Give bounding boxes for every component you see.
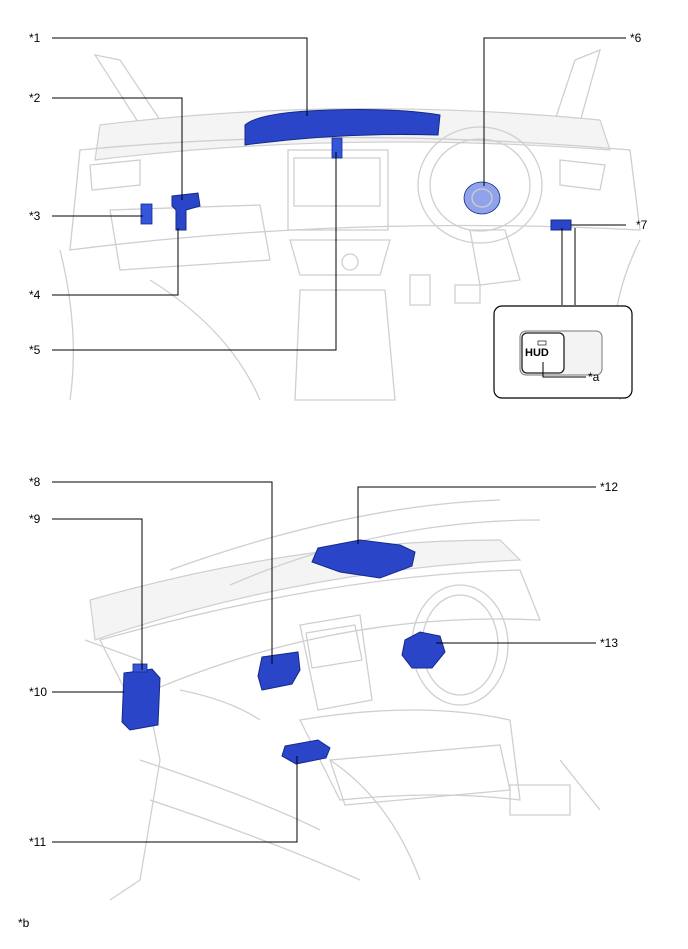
- module-part-2: [171, 192, 201, 231]
- module-part-3: [140, 203, 153, 225]
- callout-1: *1: [29, 31, 41, 45]
- head-up-display-unit: [244, 109, 441, 146]
- callout-2: *2: [29, 91, 41, 105]
- hud-button-label: HUD: [525, 347, 549, 359]
- module-part-10: [121, 668, 161, 731]
- upper-leader-lines: [52, 37, 626, 378]
- callout-12: *12: [600, 480, 619, 494]
- callout-7: *7: [636, 218, 648, 232]
- steering-column-part: [401, 631, 446, 669]
- callout-3: *3: [29, 209, 41, 223]
- callout-b: *b: [18, 916, 30, 930]
- lower-dashboard-view: [84, 499, 601, 901]
- callout-a: *a: [588, 370, 600, 384]
- callout-4: *4: [29, 288, 41, 302]
- head-up-display-unit-angled: [311, 539, 416, 579]
- callout-13: *13: [600, 636, 619, 650]
- callout-9: *9: [29, 512, 41, 526]
- callout-5: *5: [29, 343, 41, 357]
- spiral-cable: [463, 181, 501, 215]
- module-part-11: [281, 739, 331, 765]
- callout-8: *8: [29, 475, 41, 489]
- callout-6: *6: [630, 31, 642, 45]
- callout-10: *10: [29, 685, 48, 699]
- hud-connector-part: [331, 137, 343, 159]
- upper-dashboard-view: [59, 48, 641, 401]
- hud-main-switch: [550, 219, 572, 231]
- callout-11: *11: [29, 835, 47, 849]
- switch-inset: [493, 305, 633, 399]
- lower-leader-lines: [52, 481, 596, 843]
- module-part-8: [257, 651, 301, 691]
